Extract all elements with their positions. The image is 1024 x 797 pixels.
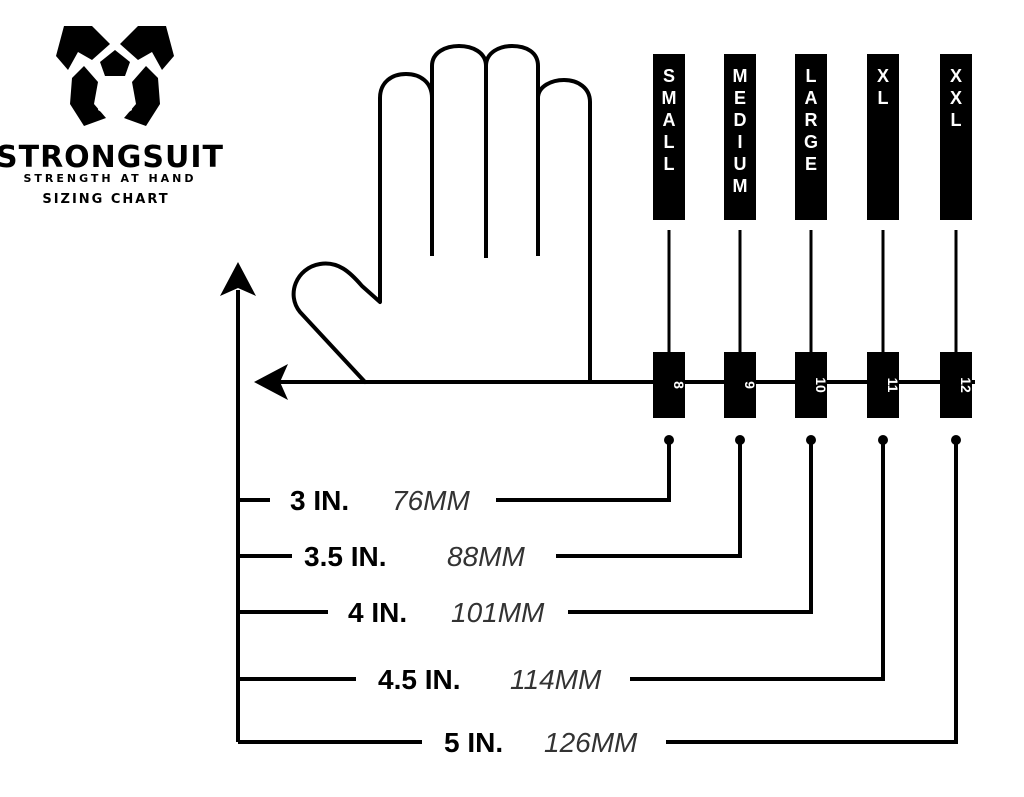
left-arrowhead-icon: [254, 364, 288, 400]
size-number-box: [653, 352, 685, 418]
brand-name: STRONGSUIT: [0, 140, 224, 175]
strongsuit-logo-icon: [56, 26, 174, 126]
size-label-letter: L: [878, 88, 889, 108]
size-label-letter: G: [804, 132, 818, 152]
size-label-letter: M: [662, 88, 677, 108]
size-label-letter: I: [737, 132, 742, 152]
brand-tagline: STRENGTH AT HAND: [23, 172, 196, 185]
size-number-box: [724, 352, 756, 418]
size-label-letter: X: [950, 66, 962, 86]
measurement-row: 5 IN. 126MM: [238, 440, 958, 758]
measurement-mm: 114MM: [510, 664, 602, 695]
measurement-mm: 126MM: [544, 727, 638, 758]
size-label-letter: L: [664, 154, 675, 174]
size-label-bar: [653, 54, 685, 220]
size-label-letter: M: [733, 66, 748, 86]
measurement-row: 4 IN. 101MM: [238, 440, 813, 628]
size-number: 9: [742, 381, 758, 389]
measurement-mm: 101MM: [451, 597, 545, 628]
size-label-letter: L: [806, 66, 817, 86]
size-label-letter: E: [805, 154, 817, 174]
size-label-letter: M: [733, 176, 748, 196]
size-label-letter: A: [663, 110, 676, 130]
measurement-inches: 5 IN.: [444, 727, 503, 758]
measurement-mm: 88MM: [447, 541, 525, 572]
measurement-row: 3 IN. 76MM: [238, 440, 671, 516]
chart-title: SIZING CHART: [42, 192, 169, 207]
up-arrowhead-icon: [220, 262, 256, 296]
measurement-inches: 4.5 IN.: [378, 664, 460, 695]
size-label-letter: L: [664, 132, 675, 152]
size-number: 12: [958, 377, 974, 393]
finger-lines: [430, 66, 540, 258]
size-label-letter: X: [950, 88, 962, 108]
measurement-inches: 3.5 IN.: [304, 541, 386, 572]
measurement-inches: 3 IN.: [290, 485, 349, 516]
size-number: 11: [885, 378, 901, 393]
size-label-bar: [867, 54, 899, 220]
measurement-row: 3.5 IN. 88MM: [238, 440, 742, 572]
size-number-box: [940, 352, 972, 418]
size-label-letter: U: [734, 154, 747, 174]
size-number-box: [867, 352, 899, 418]
size-label-letter: D: [734, 110, 747, 130]
size-label-letter: L: [951, 110, 962, 130]
size-label-bar: [940, 54, 972, 220]
measurement-mm: 76MM: [392, 485, 470, 516]
size-label-bar: [724, 54, 756, 220]
hand-outline-icon: [291, 44, 592, 384]
size-number: 8: [671, 381, 687, 389]
measurement-inches: 4 IN.: [348, 597, 407, 628]
size-label-bar: [795, 54, 827, 220]
size-number-box: [795, 352, 827, 418]
size-label-letter: E: [734, 88, 746, 108]
size-label-letter: R: [805, 110, 818, 130]
size-number: 10: [813, 377, 829, 393]
measurement-row: 4.5 IN. 114MM: [238, 440, 885, 695]
size-label-letter: X: [877, 66, 889, 86]
size-column-xl: XL 11: [867, 54, 901, 445]
size-label-letter: S: [663, 66, 675, 86]
size-label-letter: A: [805, 88, 818, 108]
